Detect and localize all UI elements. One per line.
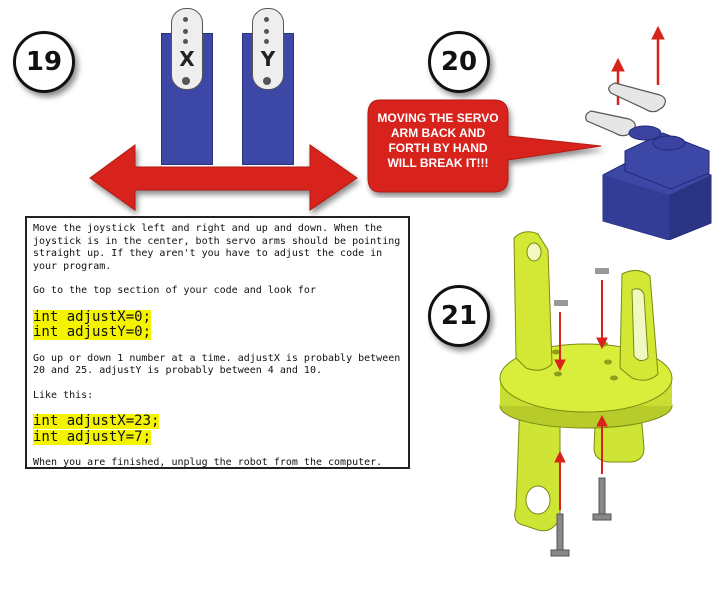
instructions-paragraph: Move the joystick left and right and up … <box>33 223 401 272</box>
instructions-paragraph: When you are finished, unplug the robot … <box>33 457 383 468</box>
up-arrow-icon <box>554 414 608 510</box>
small-part-icon <box>595 268 609 274</box>
step-19-badge: 19 <box>13 31 75 93</box>
mount-pillars <box>513 231 659 381</box>
step-20-badge: 20 <box>428 31 490 93</box>
step-21-number: 21 <box>440 301 478 331</box>
servo-x-label: X <box>179 47 195 71</box>
screw-icon <box>550 477 612 557</box>
code-line: int adjustX=23; <box>33 413 160 429</box>
step-19-number: 19 <box>25 47 63 77</box>
yellow-mount-illustration <box>499 231 673 557</box>
code-block-original: int adjustX=0; int adjustY=0; <box>33 308 402 341</box>
servo-horn-removal-illustration <box>585 25 712 240</box>
instructions-paragraph: Go to the top section of your code and l… <box>33 285 316 296</box>
down-arrow-icon <box>554 280 608 372</box>
servo-body-icon <box>602 125 712 240</box>
left-right-arrow-icon <box>89 144 358 211</box>
step-21-badge: 21 <box>428 285 490 347</box>
instructions-paragraph: Like this: <box>33 389 94 401</box>
code-line: int adjustX=0; <box>33 308 152 325</box>
small-part-icon <box>554 300 568 306</box>
code-block-example: int adjustX=23; int adjustY=7; <box>33 414 402 445</box>
step-20-number: 20 <box>440 47 478 77</box>
warning-text: MOVING THE SERVO ARM BACK AND FORTH BY H… <box>377 111 499 170</box>
code-line: int adjustY=0; <box>33 324 152 340</box>
servo-horn-icon <box>585 82 666 137</box>
code-line: int adjustY=7; <box>33 428 152 445</box>
instructions-paragraph: Go up or down 1 number at a time. adjust… <box>33 352 401 377</box>
servo-x-horn: X <box>171 8 203 90</box>
servo-y-horn: Y <box>252 8 284 90</box>
warning-callout <box>367 99 602 193</box>
servo-y-label: Y <box>260 47 276 71</box>
instructions-panel: Move the joystick left and right and up … <box>25 216 410 469</box>
